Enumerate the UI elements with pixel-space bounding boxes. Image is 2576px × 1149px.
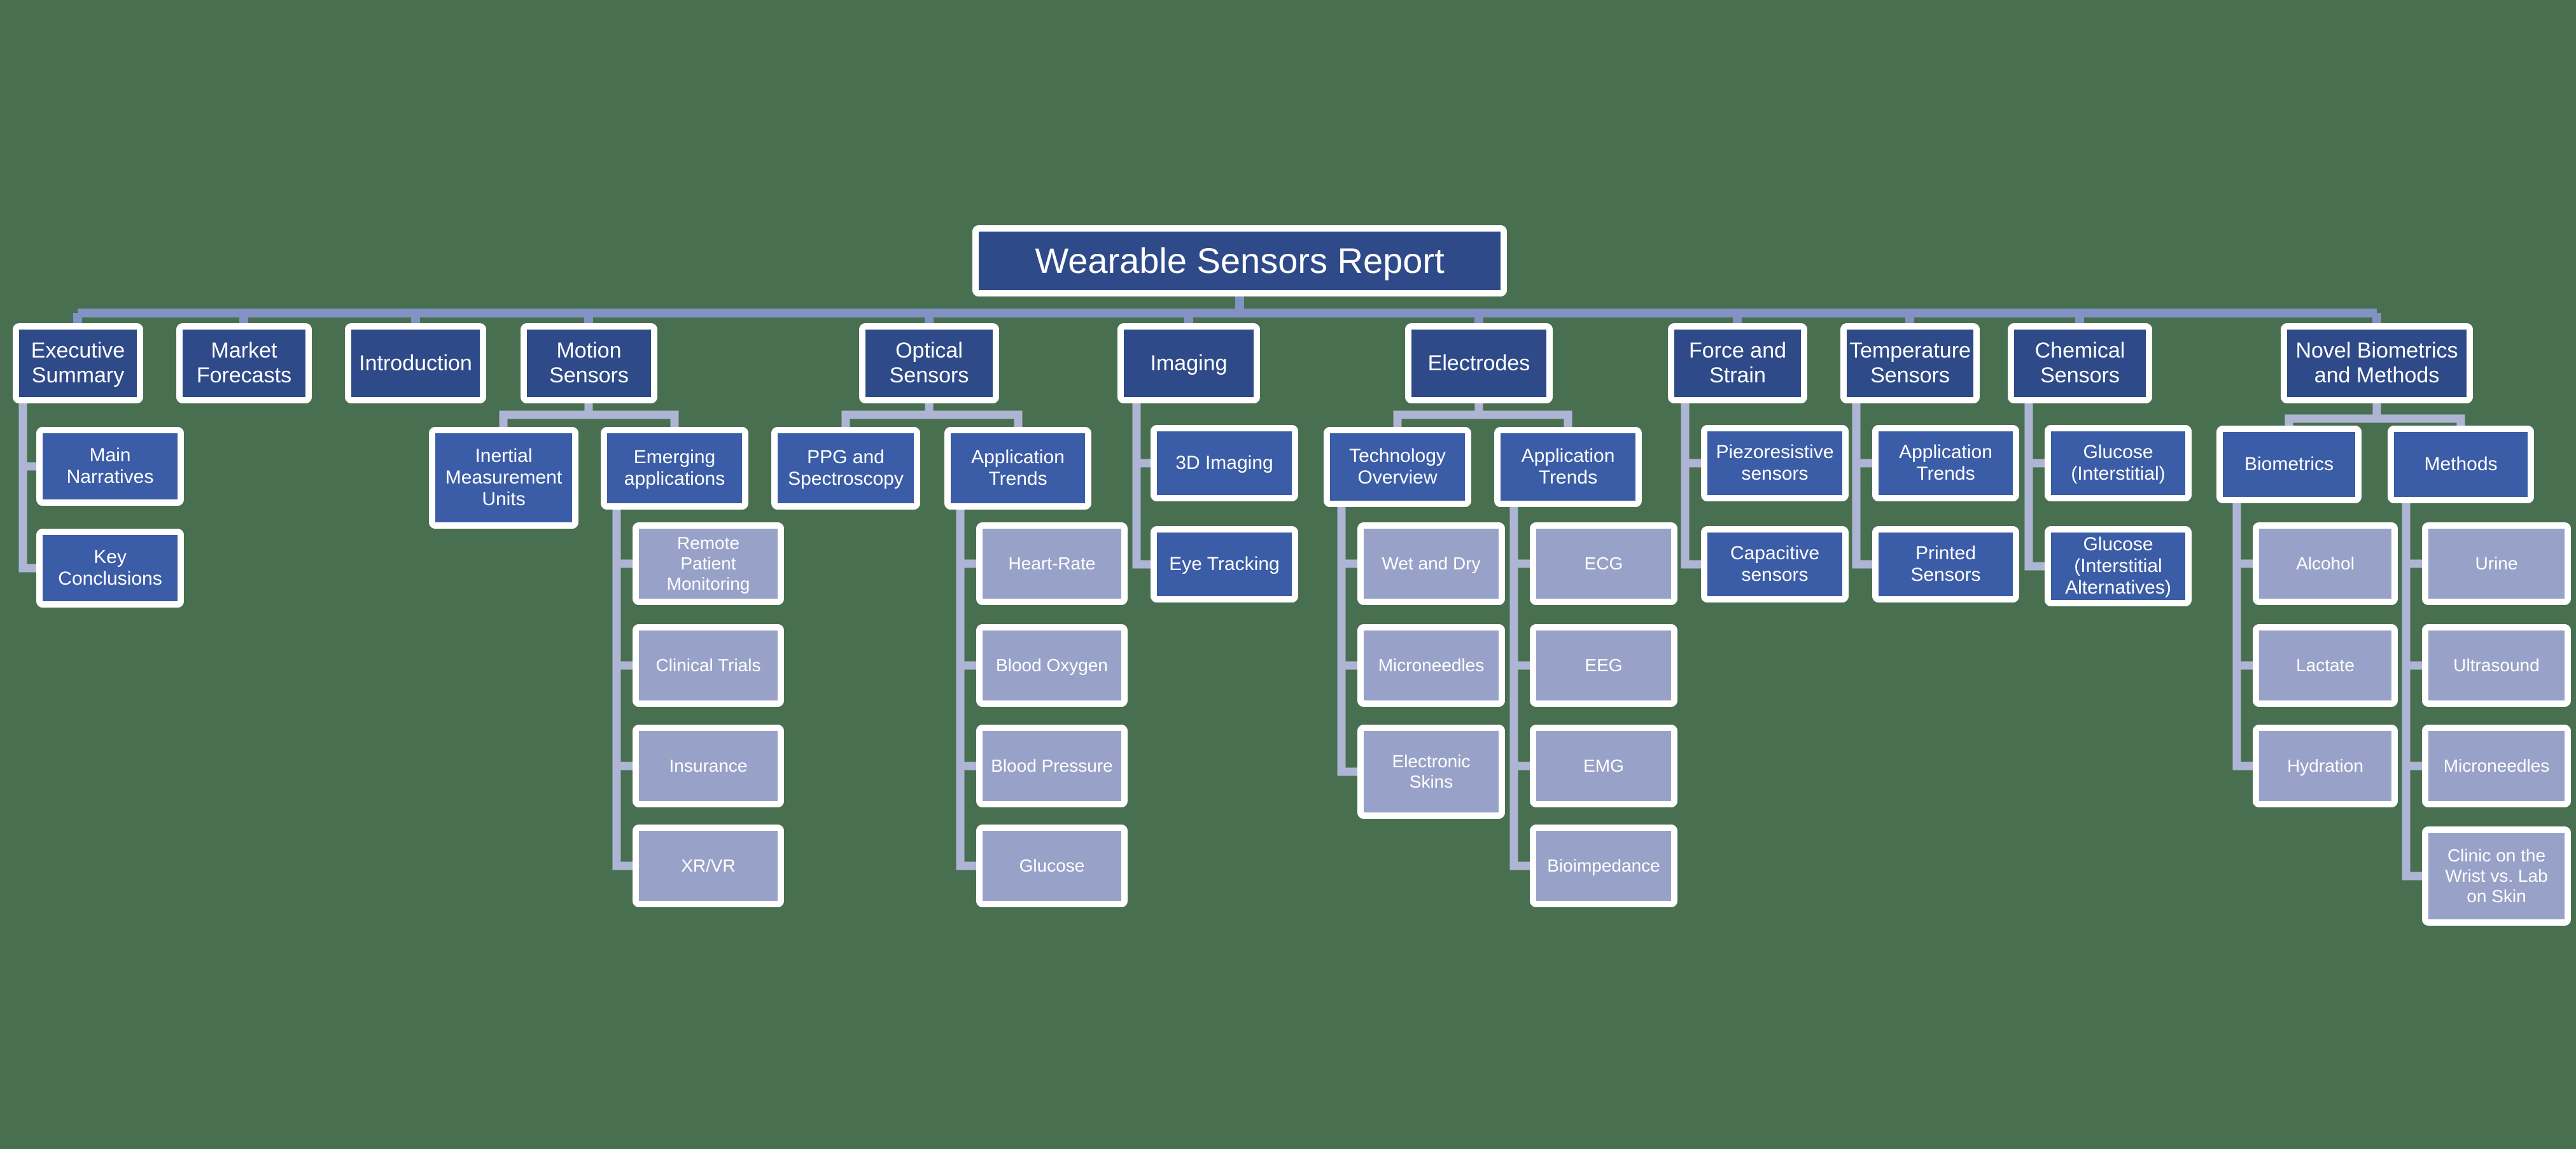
node-temperature-sensors: Temperature Sensors [1840, 323, 1980, 403]
node-blood-pressure: Blood Pressure [976, 725, 1128, 807]
node-eye-tracking: Eye Tracking [1151, 526, 1298, 602]
node-report-title: Wearable Sensors Report [972, 225, 1507, 296]
node-bioimpedance: Bioimpedance [1530, 825, 1677, 907]
node-novel-biometrics-and-methods: Novel Biometrics and Methods [2281, 323, 2473, 403]
node-printed-sensors: Printed Sensors [1872, 526, 2019, 602]
node-ppg-and-spectroscopy: PPG and Spectroscopy [771, 427, 920, 510]
node-capacitive-sensors: Capacitive sensors [1701, 526, 1849, 602]
node-force-and-strain: Force and Strain [1668, 323, 1807, 403]
node-ultrasound: Ultrasound [2422, 624, 2571, 707]
node-methods: Methods [2388, 426, 2534, 503]
node-emg: EMG [1530, 725, 1677, 807]
node-inertial-measurement-units: Inertial Measurement Units [429, 427, 578, 529]
node-glucose-optical: Glucose [976, 825, 1128, 907]
node-microneedles-electrodes: Microneedles [1357, 624, 1505, 707]
node-optical-sensors: Optical Sensors [859, 323, 999, 403]
node-microneedles-methods: Microneedles [2422, 725, 2571, 807]
node-blood-oxygen: Blood Oxygen [976, 624, 1128, 707]
node-technology-overview: Technology Overview [1324, 427, 1471, 507]
node-heart-rate: Heart-Rate [976, 522, 1128, 605]
node-motion-sensors: Motion Sensors [521, 323, 657, 403]
node-emerging-applications: Emerging applications [601, 427, 748, 510]
node-glucose-interstitial-alternatives: Glucose (Interstitial Alternatives) [2045, 526, 2192, 606]
report-title-label: Wearable Sensors Report [1035, 240, 1445, 281]
node-clinic-wrist-vs-lab-on-skin: Clinic on the Wrist vs. Lab on Skin [2422, 826, 2571, 926]
node-executive-summary: Executive Summary [13, 323, 143, 403]
node-remote-patient-monitoring: Remote Patient Monitoring [633, 522, 784, 605]
node-chemical-sensors: Chemical Sensors [2008, 323, 2152, 403]
node-urine: Urine [2422, 522, 2571, 605]
node-xr-vr: XR/VR [633, 825, 784, 907]
node-lactate: Lactate [2253, 624, 2398, 707]
node-hydration: Hydration [2253, 725, 2398, 807]
node-imaging: Imaging [1117, 323, 1260, 403]
node-ecg: ECG [1530, 522, 1677, 605]
node-eeg: EEG [1530, 624, 1677, 707]
node-clinical-trials: Clinical Trials [633, 624, 784, 707]
node-key-conclusions: Key Conclusions [36, 529, 184, 608]
node-application-trends-electrodes: Application Trends [1494, 427, 1642, 507]
node-application-trends-temperature: Application Trends [1872, 425, 2019, 501]
node-main-narratives: Main Narratives [36, 427, 184, 506]
node-wet-and-dry: Wet and Dry [1357, 522, 1505, 605]
node-3d-imaging: 3D Imaging [1151, 425, 1298, 501]
node-insurance: Insurance [633, 725, 784, 807]
node-biometrics: Biometrics [2216, 426, 2362, 503]
node-market-forecasts: Market Forecasts [176, 323, 312, 403]
node-application-trends-optical: Application Trends [944, 427, 1091, 510]
node-glucose-interstitial: Glucose (Interstitial) [2045, 425, 2192, 501]
node-piezoresistive-sensors: Piezoresistive sensors [1701, 425, 1849, 501]
node-introduction: Introduction [345, 323, 486, 403]
node-electronic-skins: Electronic Skins [1357, 725, 1505, 819]
node-electrodes: Electrodes [1405, 323, 1553, 403]
node-alcohol: Alcohol [2253, 522, 2398, 605]
